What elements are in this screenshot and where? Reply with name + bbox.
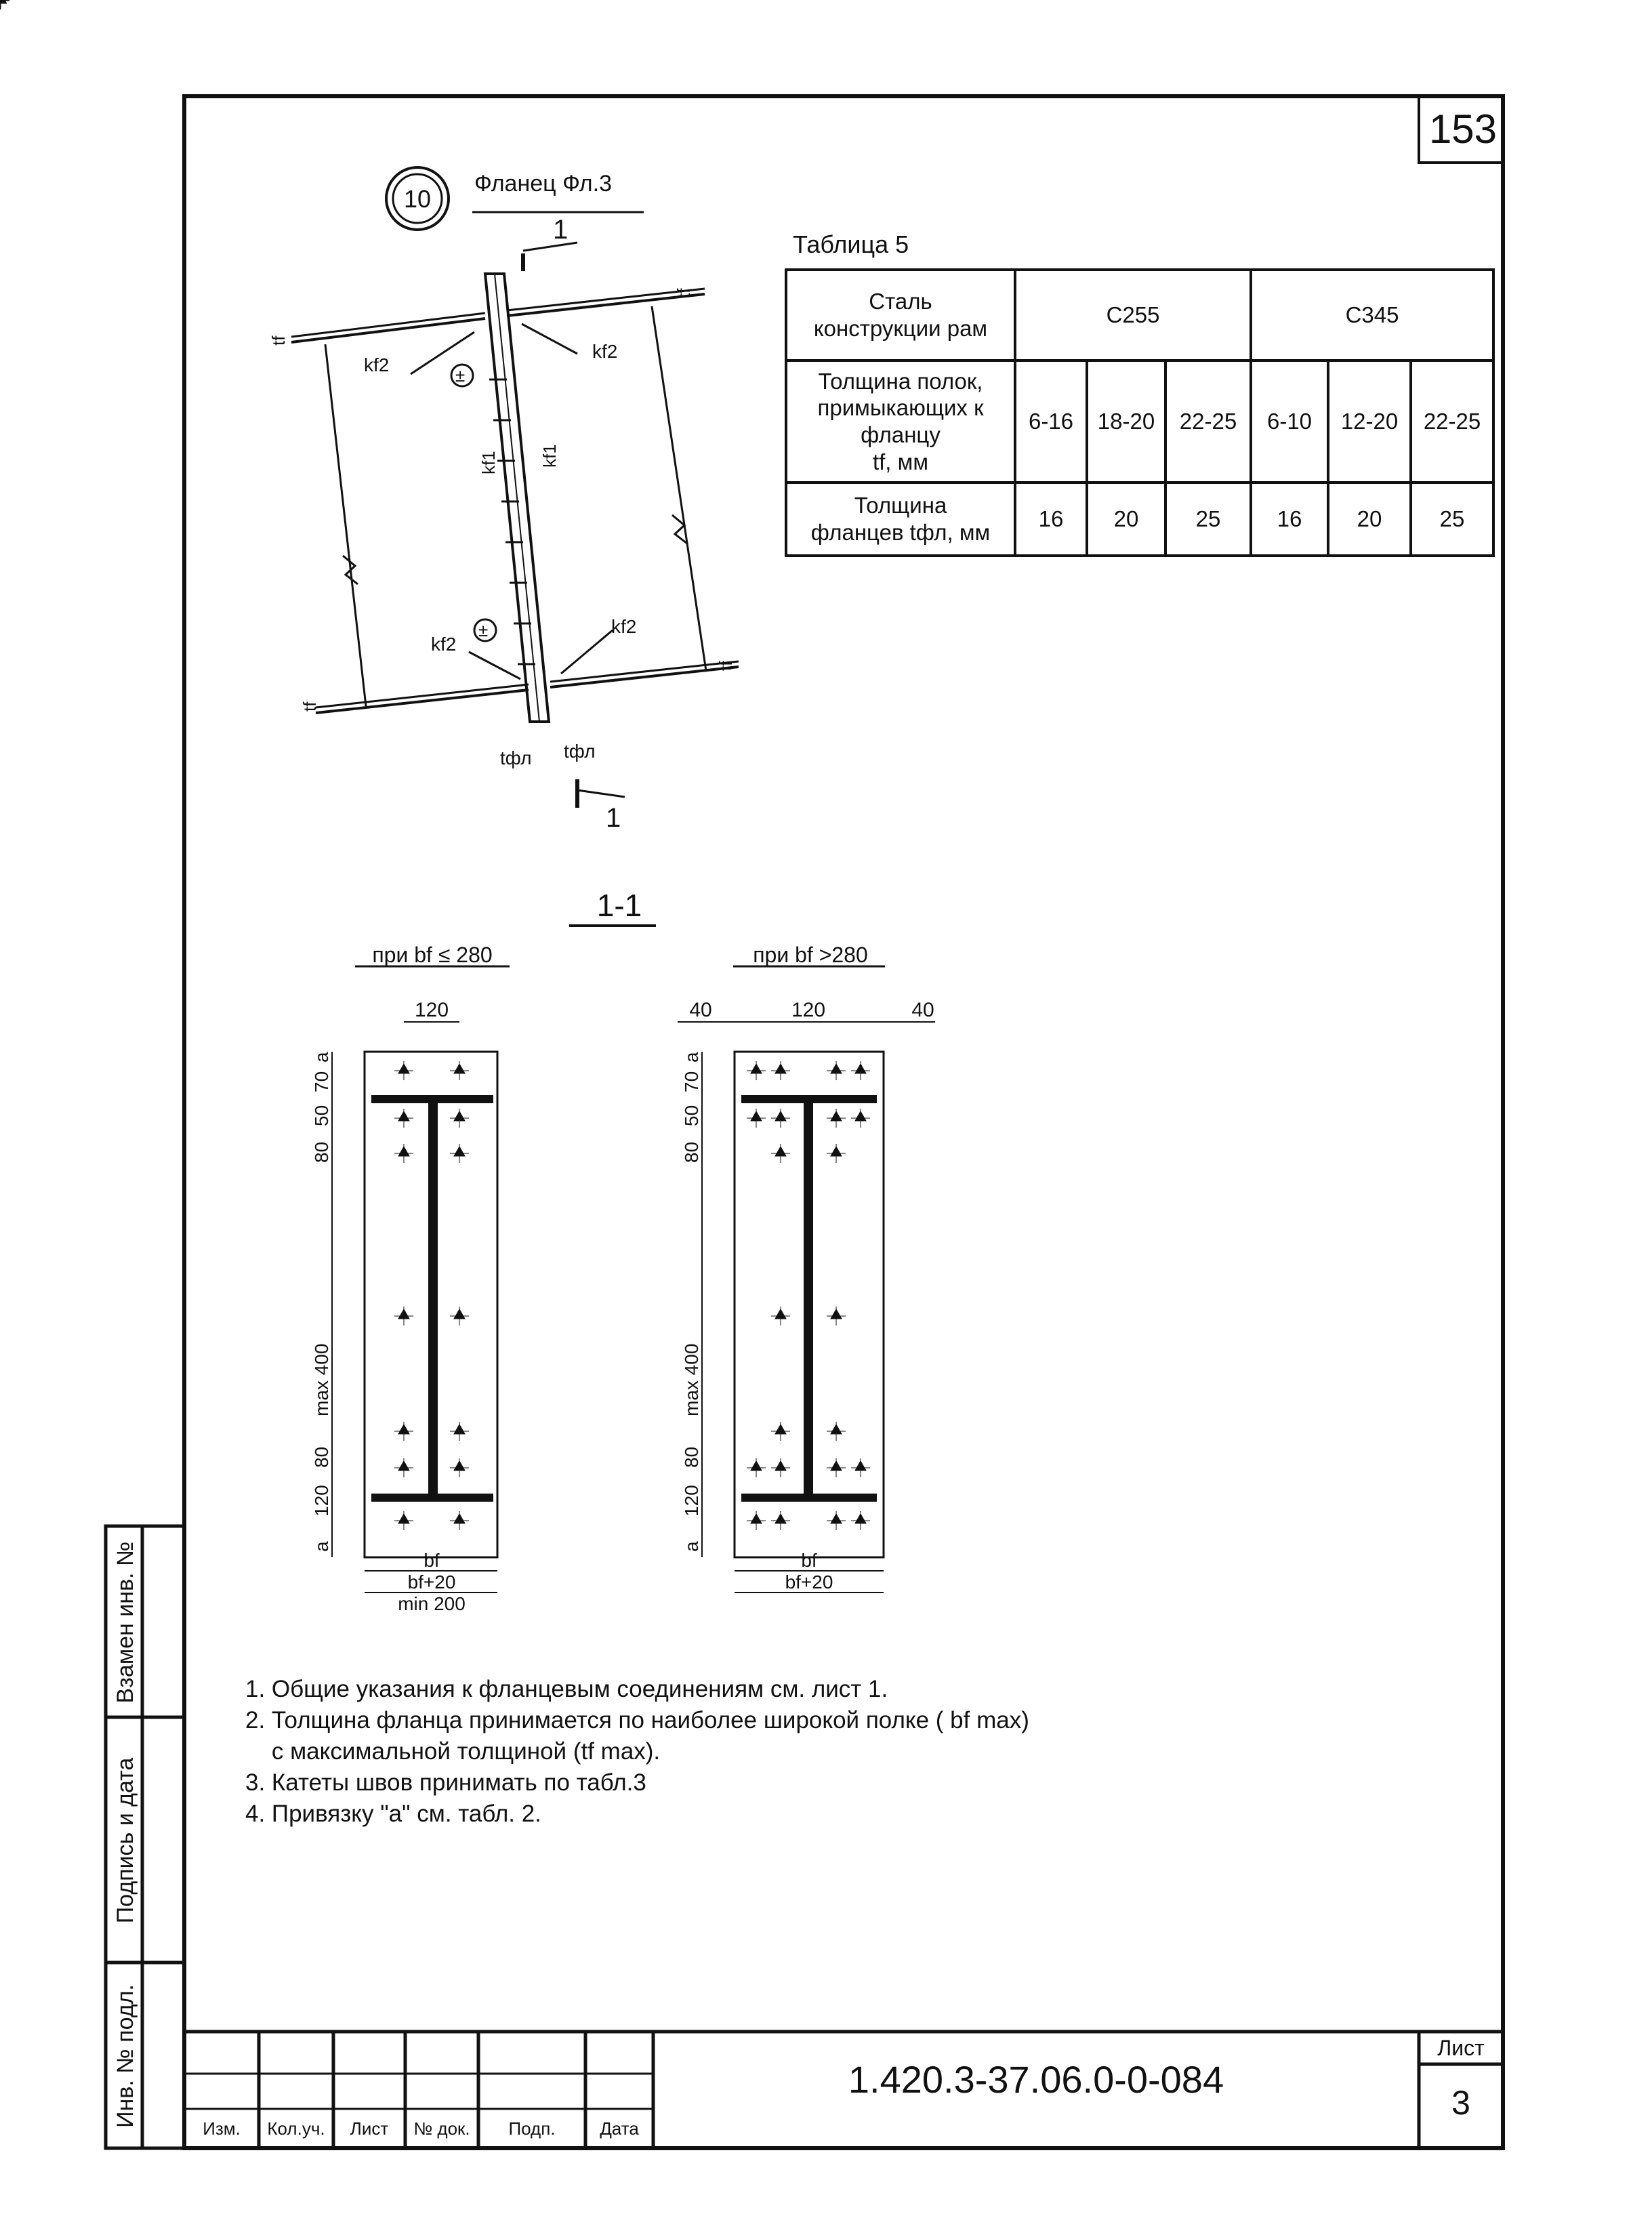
tb-col-koluch: Кол.уч. — [267, 2118, 325, 2139]
dim-120-left: 120 — [415, 999, 449, 1021]
note-line: 4. Привязку "а" см. табл. 2. — [245, 1801, 541, 1827]
section-title: 1-1 — [597, 888, 642, 923]
tb-col-podp: Подп. — [508, 2118, 556, 2139]
dim-a-bottom-right: a — [681, 1541, 702, 1552]
label-kf2-bottom-right: kf2 — [611, 616, 636, 637]
label-kf2-bottom-left: kf2 — [431, 634, 456, 655]
dim-120-bottom-left: 120 — [311, 1485, 332, 1517]
dim-70-right: 70 — [681, 1071, 702, 1092]
page-number: 153 — [1428, 106, 1498, 152]
node-number: 10 — [404, 185, 431, 213]
table-cell: 22-25 — [1409, 359, 1495, 484]
dim-80-top-right: 80 — [681, 1142, 702, 1163]
table-cell: 6-10 — [1250, 359, 1330, 484]
stamp-inv-original: Инв. № подл. — [112, 1984, 138, 2128]
table-cell: 6-16 — [1014, 359, 1088, 484]
section-right — [678, 965, 935, 1593]
section-left-caption: при bf ≤ 280 — [372, 943, 492, 967]
steel-flange-table: Сталь конструкции рам С255 С345 Толщина … — [785, 268, 1495, 557]
stamp-replaced-inv: Взамен инв. № — [112, 1542, 138, 1704]
dim-a-top-left: a — [311, 1052, 332, 1063]
label-tf-top-left: tf — [268, 335, 289, 346]
label-kf1-left: kf1 — [478, 451, 499, 474]
label-kf2-top-right: kf2 — [592, 341, 617, 362]
label-kf2-top-left: kf2 — [364, 354, 389, 375]
table-cell: 20 — [1327, 481, 1413, 557]
table-cell: 16 — [1250, 481, 1330, 557]
dim-bf-left: bf — [424, 1550, 440, 1571]
table-header-tfl: Толщина фланцев tфл, мм — [785, 481, 1016, 557]
title-block — [184, 2030, 1503, 2148]
section-left — [0, 0, 510, 1593]
dim-50-left: 50 — [311, 1105, 332, 1126]
table-cell: 25 — [1409, 481, 1495, 557]
dim-80-top-left: 80 — [311, 1142, 332, 1163]
list-label: Лист — [1437, 2036, 1485, 2060]
dim-max400-left: max 400 — [311, 1344, 332, 1416]
table-header-steel: Сталь конструкции рам — [785, 268, 1016, 362]
tb-col-ndok: № док. — [413, 2118, 470, 2139]
dim-min200-left: min 200 — [398, 1593, 466, 1614]
dim-a-bottom-left: a — [311, 1541, 332, 1552]
dim-40-right: 40 — [911, 999, 934, 1021]
dim-40-left: 40 — [689, 999, 711, 1021]
dim-max400-right: max 400 — [681, 1344, 702, 1416]
label-tf-bottom-left: tf — [300, 701, 320, 712]
table-cell: 16 — [1014, 481, 1088, 557]
table-grade-c345: С345 — [1250, 268, 1495, 362]
dim-a-top-right: a — [681, 1052, 702, 1063]
dim-bf-right: bf — [801, 1550, 817, 1571]
note-line: 2. Толщина фланца принимается по наиболе… — [245, 1707, 1029, 1733]
dim-80-bottom-right: 80 — [681, 1447, 702, 1468]
side-stamp — [104, 1524, 186, 2150]
note-line: с максимальной толщиной (tf max). — [245, 1738, 661, 1765]
note-line: 3. Катеты швов принимать по табл.3 — [245, 1769, 646, 1796]
stamp-signature-date: Подпись и дата — [112, 1758, 138, 1924]
dim-120-bottom-right: 120 — [681, 1485, 702, 1517]
table-cell: 12-20 — [1327, 359, 1413, 484]
plus-minus-icon: ± — [455, 365, 465, 386]
section-mark-bottom: 1 — [606, 803, 621, 833]
label-tfl-right: tфл — [564, 741, 596, 762]
tb-col-list: Лист — [350, 2118, 389, 2139]
list-number: 3 — [1451, 2084, 1470, 2122]
label-tf-bottom-right: tf — [716, 661, 736, 671]
node-title: Фланец Фл.3 — [474, 171, 612, 197]
tb-col-data: Дата — [600, 2118, 639, 2139]
label-tf-top-right: tf — [674, 288, 694, 298]
drawing-code: 1.420.3-37.06.0-0-084 — [848, 2058, 1224, 2101]
table-cell: 25 — [1163, 481, 1253, 557]
table-header-tf: Толщина полок, примыкающих к фланцу tf, … — [785, 359, 1016, 484]
table-cell: 18-20 — [1086, 359, 1167, 484]
section-mark-top: 1 — [553, 215, 568, 245]
label-tfl-left: tфл — [500, 747, 532, 768]
dim-70-left: 70 — [311, 1071, 332, 1092]
flange-node-drawing — [291, 166, 739, 808]
label-kf1-right: kf1 — [539, 444, 560, 468]
table-cell: 22-25 — [1163, 359, 1253, 484]
dim-80-bottom-left: 80 — [311, 1447, 332, 1468]
table-cell: 20 — [1086, 481, 1167, 557]
dim-120-right: 120 — [791, 999, 825, 1021]
dim-bf20-right: bf+20 — [785, 1572, 833, 1593]
notes: 1. Общие указания к фланцевым соединения… — [245, 1674, 1029, 1830]
note-line: 1. Общие указания к фланцевым соединения… — [245, 1676, 888, 1702]
plus-minus-icon: ± — [478, 620, 488, 640]
dim-50-right: 50 — [681, 1105, 702, 1126]
bolt-icon — [0, 0, 9, 9]
tb-col-izm: Изм. — [203, 2118, 241, 2139]
table-grade-c255: С255 — [1013, 268, 1253, 362]
dim-bf20-left: bf+20 — [408, 1572, 456, 1593]
table-caption: Таблица 5 — [793, 230, 909, 258]
section-right-caption: при bf >280 — [753, 943, 868, 967]
